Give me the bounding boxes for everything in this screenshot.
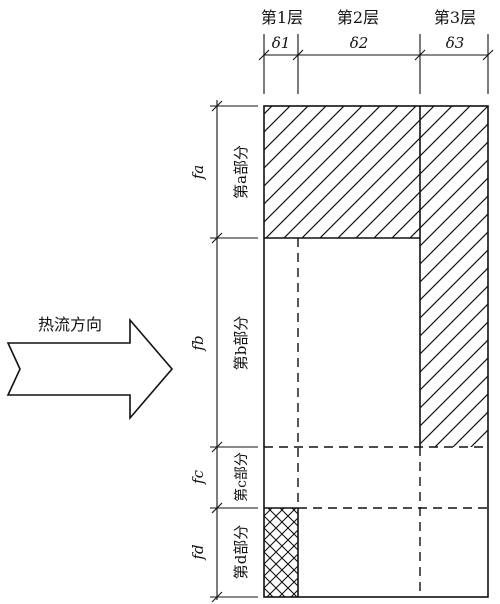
area-c-label: fc — [189, 469, 207, 485]
thickness-dimension — [258, 34, 494, 94]
part-height-dimension — [210, 100, 258, 603]
part-b-label: 第b部分 — [232, 316, 250, 371]
area-d-label: fd — [189, 544, 207, 560]
heat-flow-label: 热流方向 — [38, 315, 102, 334]
part-b-layer-3-hatched-region — [420, 238, 488, 447]
part-d-label: 第d部分 — [232, 525, 250, 580]
part-c-label: 第c部分 — [233, 452, 250, 502]
delta-3-label: δ3 — [446, 34, 465, 52]
part-d-layer-1-crosshatched-region — [264, 508, 298, 597]
delta-2-label: δ2 — [350, 34, 369, 52]
dashed-boundaries — [264, 238, 488, 597]
layer-3-header: 第3层 — [434, 8, 476, 27]
heat-flow-arrow-icon — [6, 317, 174, 421]
area-b-label: fb — [189, 335, 207, 351]
layer-2-header: 第2层 — [337, 8, 379, 27]
area-a-label: fa — [189, 165, 207, 181]
part-a-label: 第a部分 — [232, 145, 250, 199]
delta-1-label: δ1 — [272, 34, 291, 52]
layer-1-header: 第1层 — [261, 8, 303, 27]
part-a-hatched-region — [264, 106, 488, 238]
wall-structure — [263, 105, 489, 598]
